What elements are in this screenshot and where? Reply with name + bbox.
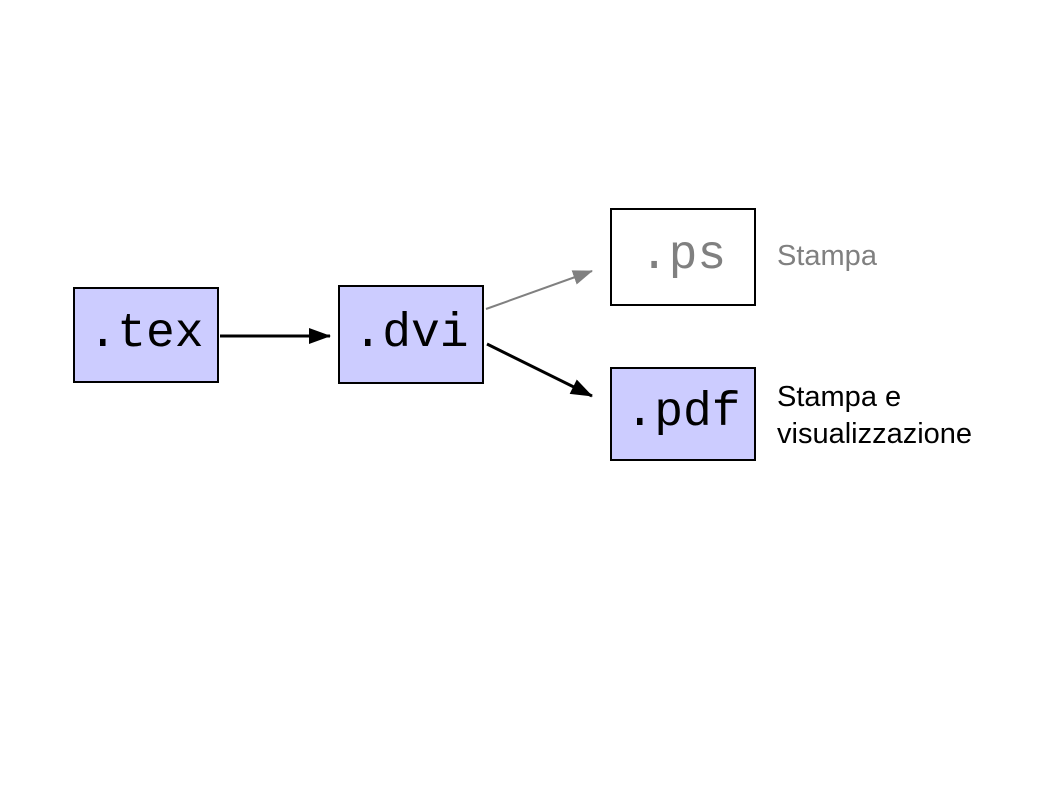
node-pdf[interactable]: .pdf: [610, 367, 756, 461]
edge-dvi-to-ps: [485, 270, 593, 310]
caption-stampa: Stampa: [777, 240, 877, 272]
caption-stampa-visualizzazione: Stampa e visualizzazione: [777, 381, 973, 451]
node-pdf-label: .pdf: [625, 386, 741, 440]
node-ps[interactable]: .ps: [610, 208, 756, 306]
node-dvi-label: .dvi: [353, 306, 469, 361]
node-tex[interactable]: .tex: [73, 287, 219, 383]
node-ps-label: .ps: [639, 229, 727, 283]
edge-dvi-to-pdf: [486, 342, 593, 398]
node-tex-label: .tex: [88, 307, 204, 361]
node-dvi[interactable]: .dvi: [338, 285, 484, 384]
